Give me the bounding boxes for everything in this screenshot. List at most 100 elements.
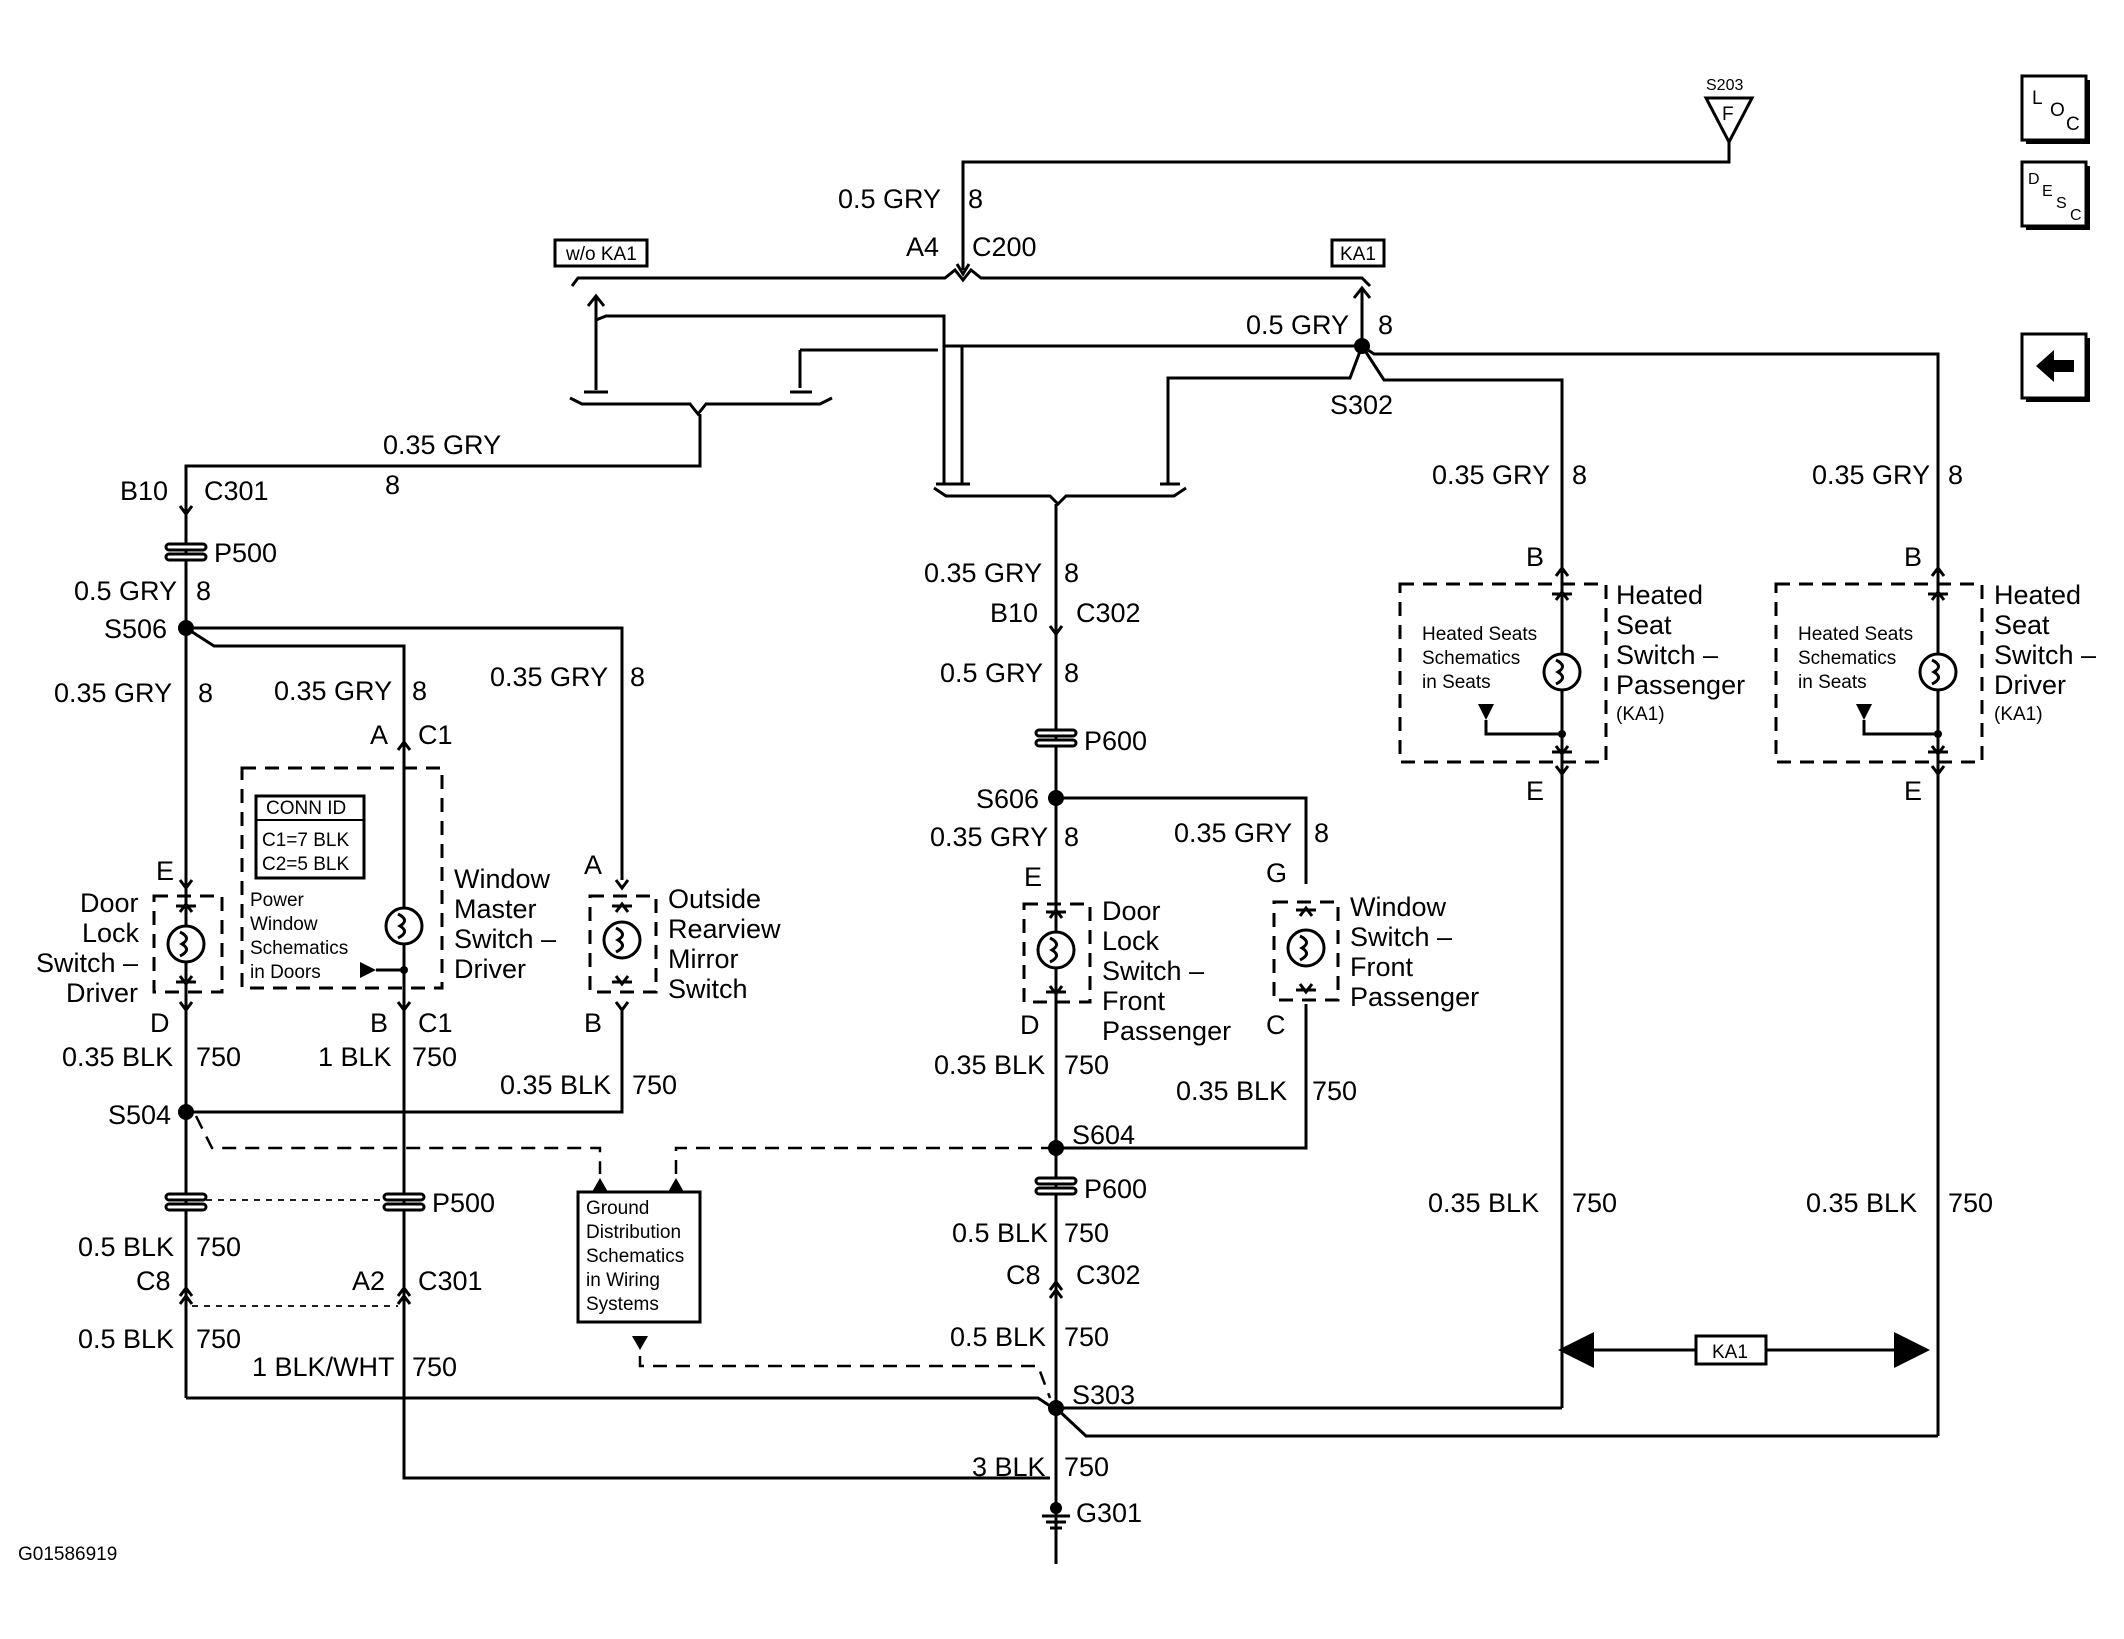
c200-wire-label: 0.5 GRY: [838, 184, 941, 214]
s302-circuit: 8: [1378, 310, 1393, 340]
hs-pass-blk-wire-label: 0.35 BLK: [1428, 1188, 1539, 1218]
c1-pin-a: A: [370, 720, 388, 750]
window-fp-name-4: Passenger: [1350, 982, 1479, 1012]
ground-symbol: [1042, 1502, 1070, 1530]
p600-top: P600: [1034, 726, 1147, 756]
hs-pass-circuit: 8: [1572, 460, 1587, 490]
lower-left-circuit: 750: [196, 1232, 241, 1262]
back-button[interactable]: [2020, 332, 2090, 402]
fp-window-circuit: 8: [1314, 818, 1329, 848]
hs-drv-circuit: 8: [1948, 460, 1963, 490]
hs-drv-pin-e: E: [1904, 776, 1922, 806]
loc-button[interactable]: L O C: [2020, 74, 2090, 144]
c301-wire-label: 0.35 GRY: [383, 430, 501, 460]
door-lock-driver-name-3: Switch –: [36, 948, 138, 978]
ground-dist-arrow-left: [592, 1178, 608, 1192]
without-ka1-tag: w/o KA1: [553, 238, 649, 268]
window-master-name-3: Switch –: [454, 924, 556, 954]
power-window-note-2: Window: [250, 914, 318, 935]
outside-mirror-switch-box: [588, 894, 658, 994]
door-lock-driver-name-1: Door: [80, 888, 139, 918]
hs-pass-pin-b: B: [1526, 542, 1544, 572]
svg-text:S203: S203: [1706, 77, 1743, 94]
desc-letter-d: D: [2028, 171, 2040, 188]
svg-text:KA1: KA1: [1340, 244, 1376, 265]
door-driver-pin-e: E: [156, 856, 174, 886]
lower-left-wire2-label: 0.5 BLK: [78, 1324, 174, 1354]
window-master-switch-box: [240, 766, 444, 990]
hs-drv-name-2: Seat: [1994, 610, 2050, 640]
heated-seat-passenger-box: [1398, 582, 1608, 764]
c302-pin-b10: B10: [990, 598, 1038, 628]
heated-seat-driver-box: [1774, 582, 1984, 764]
desc-letter-c: C: [2070, 207, 2082, 224]
power-window-note-3: Schematics: [250, 938, 348, 959]
ground-wire-label: 3 BLK: [972, 1452, 1046, 1482]
s302-wire-label: 0.5 GRY: [1246, 310, 1349, 340]
c200-connector: C200: [972, 232, 1037, 262]
door-driver-pin-d: D: [150, 1008, 170, 1038]
desc-button[interactable]: D E S C: [2020, 160, 2090, 230]
window-master-switch-symbol: [384, 906, 424, 946]
fp-window-blk-circuit: 750: [1312, 1076, 1357, 1106]
s303-splice: S303: [1072, 1380, 1135, 1410]
hs-drv-name-4: Driver: [1994, 670, 2066, 700]
hs-pass-name-4: Passenger: [1616, 670, 1745, 700]
p600-top-circuit: 8: [1064, 658, 1079, 688]
option-bracket: [570, 267, 1372, 288]
hs-drv-blk-circuit: 750: [1948, 1188, 1993, 1218]
right-wire-label: 0.35 GRY: [490, 662, 608, 692]
svg-text:Schematics: Schematics: [586, 1246, 684, 1267]
ground-dist-arrow-right: [668, 1178, 684, 1192]
fp-window-wire-label: 0.35 GRY: [1174, 818, 1292, 848]
mid-circuit: 8: [412, 676, 427, 706]
c302-top-wire-label: 0.35 GRY: [924, 558, 1042, 588]
c302-connector-bottom: C302: [1076, 1260, 1141, 1290]
hs-pass-name-3: Switch –: [1616, 640, 1718, 670]
outside-mirror-name-1: Outside: [668, 884, 761, 914]
c301-pin-a2: A2: [352, 1266, 385, 1296]
s604-splice-dot: [1048, 1140, 1064, 1156]
door-lock-fp-name-4: Front: [1102, 986, 1166, 1016]
c200-circuit: 8: [968, 184, 983, 214]
window-master-name-2: Master: [454, 894, 537, 924]
hs-pass-pin-e: E: [1526, 776, 1544, 806]
svg-text:CONN ID: CONN ID: [266, 798, 346, 819]
hs-note-drv-1: Heated Seats: [1798, 624, 1913, 645]
window-fp-name-1: Window: [1350, 892, 1447, 922]
left-blk-circuit: 750: [196, 1042, 241, 1072]
c1-pin-b: B: [370, 1008, 388, 1038]
window-master-name-4: Driver: [454, 954, 526, 984]
left-wire-label: 0.35 GRY: [54, 678, 172, 708]
heated-seat-passenger-switch-symbol: [1542, 589, 1582, 757]
window-fp-name-3: Front: [1350, 952, 1414, 982]
hs-pass-blk-circuit: 750: [1572, 1188, 1617, 1218]
door-lock-driver-name-4: Driver: [66, 978, 138, 1008]
svg-text:C1=7 BLK: C1=7 BLK: [262, 830, 349, 851]
hs-pass-opt: (KA1): [1616, 704, 1665, 725]
hs-drv-name-3: Switch –: [1994, 640, 2096, 670]
door-lock-fp-name-2: Lock: [1102, 926, 1160, 956]
hs-note-pass-1: Heated Seats: [1422, 624, 1537, 645]
blkwht-circuit: 750: [412, 1352, 457, 1382]
outside-mirror-switch-symbol: [602, 901, 642, 987]
fp-door-wire-label: 0.35 GRY: [930, 822, 1048, 852]
window-master-name-1: Window: [454, 864, 551, 894]
outside-mirror-name-4: Switch: [668, 974, 748, 1004]
p600-bot-circuit: 750: [1064, 1218, 1109, 1248]
c1-connector-bottom: C1: [418, 1008, 453, 1038]
hs-drv-arrow-icon: [1856, 704, 1872, 720]
s302-splice: S302: [1330, 390, 1393, 420]
door-lock-driver-box: [152, 894, 224, 994]
svg-text:P500: P500: [214, 538, 277, 568]
hs-note-pass-2: Schematics: [1422, 648, 1520, 669]
svg-text:Distribution: Distribution: [586, 1222, 681, 1243]
mirror-pin-a: A: [584, 850, 602, 880]
c302-connector-top: C302: [1076, 598, 1141, 628]
ka1-tag-top: KA1: [1330, 238, 1386, 268]
loc-letter-l: L: [2032, 88, 2043, 109]
fp-window-pin-c: C: [1266, 1010, 1286, 1040]
c301-pin-c8: C8: [136, 1266, 171, 1296]
hs-note-drv-3: in Seats: [1798, 672, 1867, 693]
